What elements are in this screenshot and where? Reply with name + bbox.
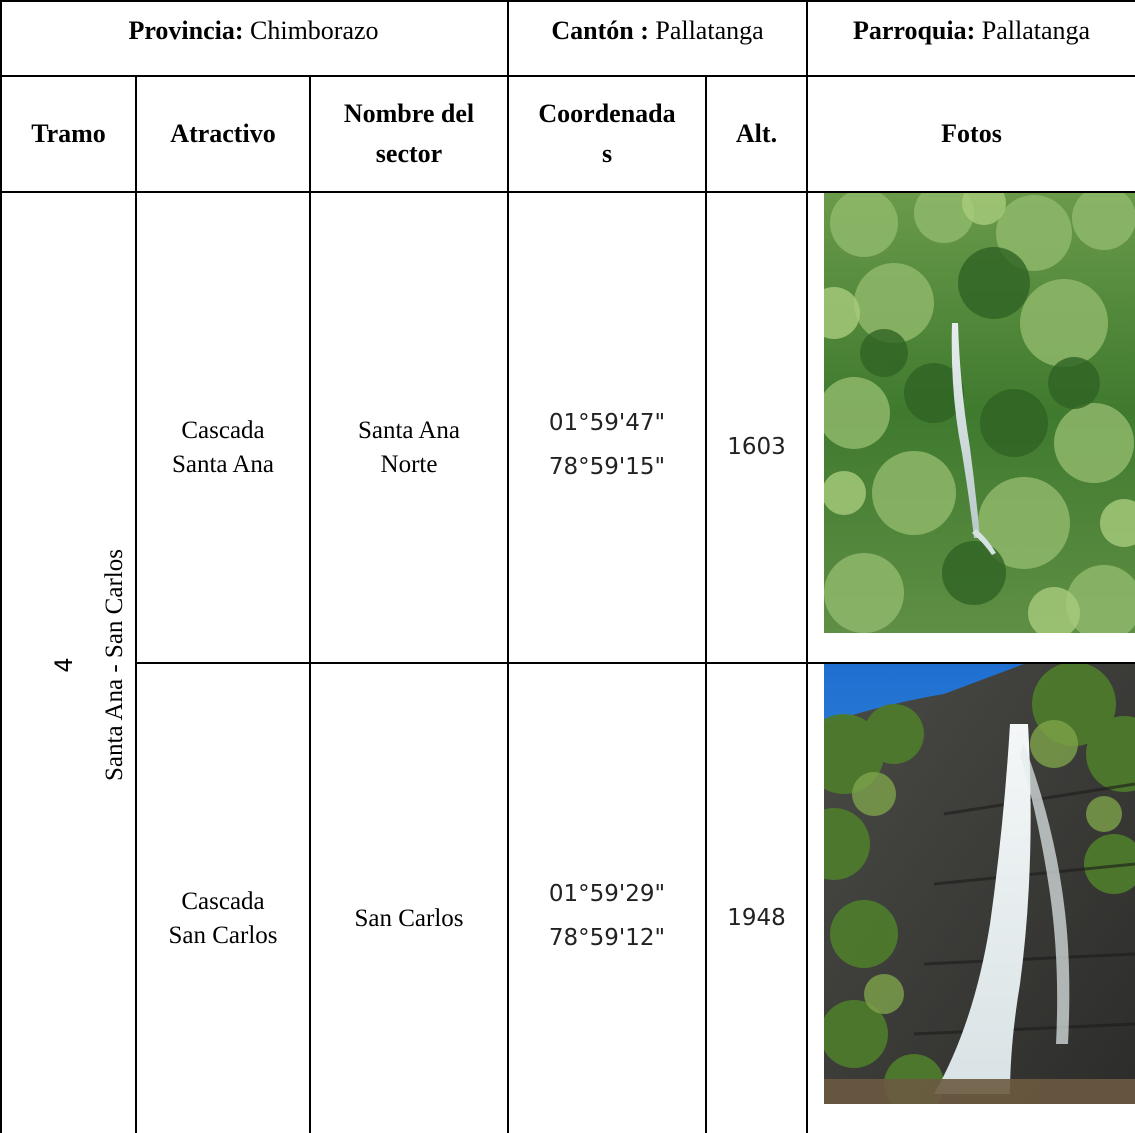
row2-lat: 01°59'29" — [548, 880, 666, 907]
border-col-alt — [806, 0, 808, 1133]
row1-coordinates: 01°59'47" 78°59'15" — [509, 193, 705, 662]
border-columns-bottom — [0, 191, 1135, 193]
col-header-tramo: Tramo — [31, 118, 106, 148]
border-col-tramo — [135, 75, 137, 1133]
row1-lat: 01°59'47" — [548, 409, 666, 436]
waterfall-forest-photo — [824, 193, 1135, 633]
waterfall-rock-photo — [824, 664, 1135, 1104]
col-header-fotos: Fotos — [941, 118, 1002, 148]
provincia-label: Provincia: — [128, 16, 244, 46]
border-left — [0, 0, 2, 1133]
row1-atractivo: Cascada Santa Ana — [171, 416, 275, 478]
row1-sector: Santa Ana Norte — [357, 416, 461, 478]
row2-alt: 1948 — [727, 904, 786, 931]
provincia-cell: Provincia: Chimborazo — [0, 2, 507, 60]
row2-atractivo: Cascada San Carlos — [168, 887, 278, 949]
row2-lon: 78°59'12" — [548, 924, 666, 951]
col-header-alt: Alt. — [735, 118, 778, 148]
border-col-nombre — [507, 0, 509, 1133]
border-col-coord — [705, 75, 707, 1133]
border-top — [0, 0, 1135, 2]
row2-sector: San Carlos — [354, 904, 464, 932]
row1-lon: 78°59'15" — [548, 453, 666, 480]
col-header-nombre: Nombre del sector — [343, 98, 475, 168]
border-col-atractivo — [309, 75, 311, 1133]
parroquia-value: Pallatanga — [981, 16, 1091, 46]
parroquia-label: Parroquia: — [852, 16, 976, 46]
tramo-number: 4 — [50, 657, 78, 673]
parroquia-cell: Parroquia: Pallatanga — [808, 2, 1135, 60]
col-header-coordenadas: Coordenada s — [538, 98, 676, 168]
row2-coordinates: 01°59'29" 78°59'12" — [509, 664, 705, 1133]
row1-alt: 1603 — [727, 433, 786, 460]
canton-cell: Cantón : Pallatanga — [509, 2, 806, 60]
col-header-atractivo: Atractivo — [170, 118, 276, 148]
provincia-value: Chimborazo — [250, 16, 379, 46]
border-header-bottom — [0, 75, 1135, 77]
canton-value: Pallatanga — [655, 16, 764, 46]
tramo-name: Santa Ana - San Carlos — [101, 549, 128, 781]
border-row-divider — [135, 662, 1135, 664]
canton-label: Cantón : — [551, 16, 649, 46]
